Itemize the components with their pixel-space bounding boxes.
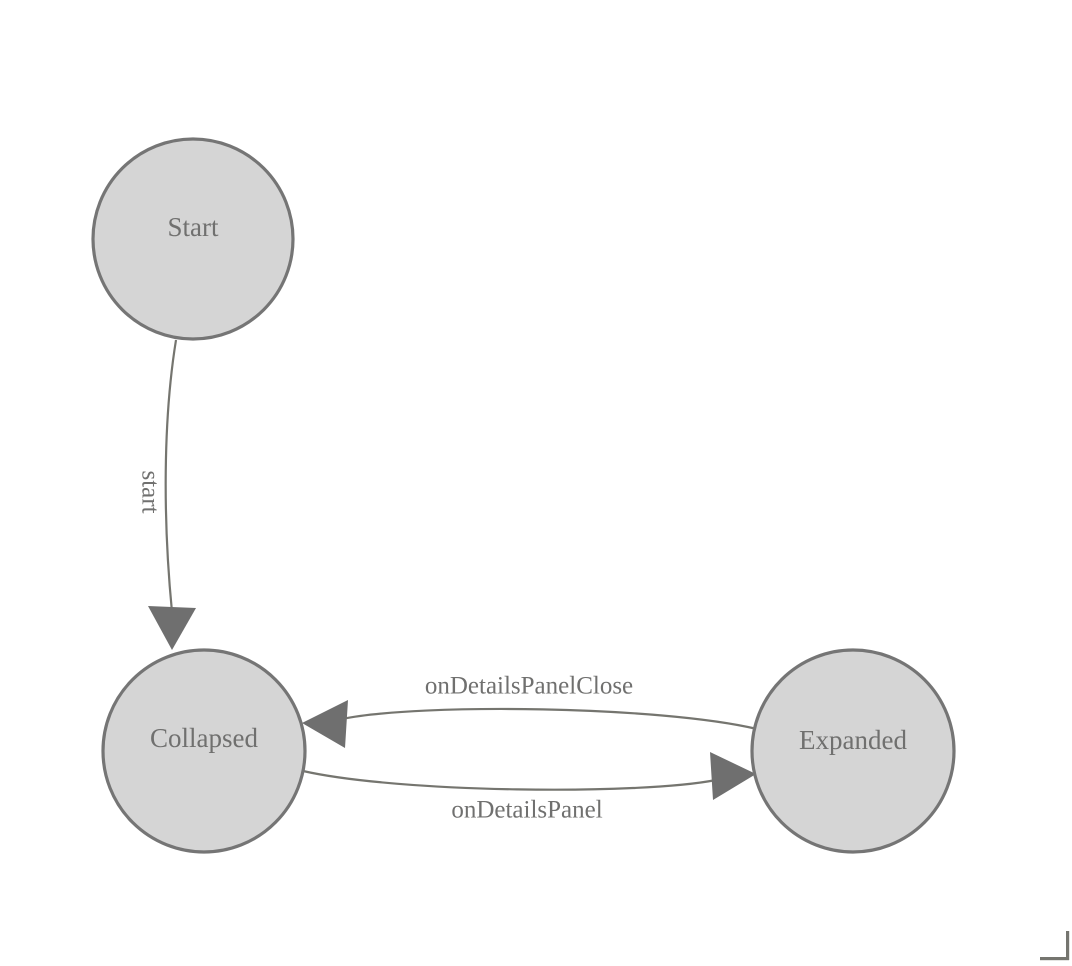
- edge-start-to-collapsed[interactable]: start: [136, 339, 196, 650]
- viewport-corner-mark: [1040, 931, 1070, 961]
- state-circle-expanded: [750, 648, 956, 854]
- arrowhead-into-collapsed-top: [148, 606, 196, 650]
- edge-collapsed-to-expanded[interactable]: onDetailsPanel: [302, 752, 756, 824]
- edge-label-on-details-panel-close: onDetailsPanelClose: [425, 673, 633, 700]
- state-node-collapsed[interactable]: Collapsed: [101, 648, 307, 854]
- viewport-corner-vertical-rule: [1066, 931, 1070, 960]
- state-circle-collapsed: [101, 648, 307, 854]
- state-circle-start: [91, 137, 295, 341]
- edge-path-collapsed-to-expanded: [302, 769, 717, 791]
- edge-expanded-to-collapsed[interactable]: onDetailsPanelClose: [302, 673, 758, 748]
- arrowhead-into-expanded-left: [710, 752, 756, 800]
- state-label-expanded: Expanded: [799, 725, 907, 755]
- viewport-corner-horizontal-rule: [1040, 957, 1069, 961]
- state-node-start[interactable]: Start: [91, 137, 295, 341]
- edge-path-expanded-to-collapsed: [341, 707, 758, 731]
- edge-label-on-details-panel: onDetailsPanel: [451, 797, 602, 824]
- edge-label-start: start: [136, 470, 163, 513]
- state-label-start: Start: [168, 212, 219, 242]
- state-label-collapsed: Collapsed: [150, 723, 258, 753]
- state-node-expanded[interactable]: Expanded: [750, 648, 956, 854]
- edge-path-start-to-collapsed: [164, 339, 178, 613]
- arrowhead-into-collapsed-right: [302, 700, 348, 748]
